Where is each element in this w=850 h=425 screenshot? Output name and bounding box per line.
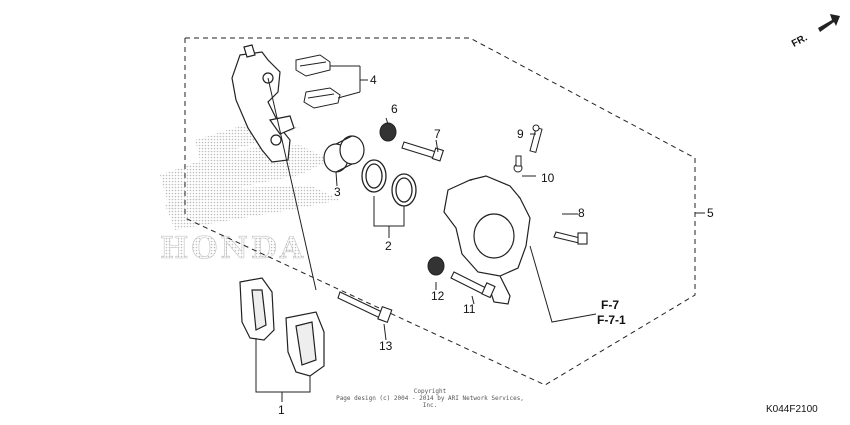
callout-2: 2 [385, 239, 392, 253]
callout-5: 5 [707, 206, 714, 220]
front-direction-arrow-icon [818, 14, 840, 32]
pin-bolt-upper [401, 141, 445, 162]
section-reference-f7-1[interactable]: F-7-1 [597, 313, 626, 327]
leader-lines [255, 65, 705, 402]
callout-3: 3 [334, 185, 341, 199]
section-reference-f7[interactable]: F-7 [601, 298, 619, 312]
caliper-piston [323, 135, 365, 173]
assembly-outline [184, 37, 696, 386]
callout-1: 1 [278, 403, 285, 417]
pad-spring-clips [295, 54, 341, 109]
mounting-bolt-right [553, 231, 588, 245]
copyright-line-1: Copyright [413, 388, 447, 395]
callout-9: 9 [517, 127, 524, 141]
mounting-bolt-lower [337, 291, 393, 323]
caliper-bracket [231, 44, 295, 163]
pin-boot-lower [427, 256, 445, 276]
callout-13: 13 [379, 339, 393, 353]
pin-bolt-lower [450, 271, 496, 299]
callout-4: 4 [370, 73, 377, 87]
callout-8: 8 [578, 206, 585, 220]
bleeder-screw [513, 124, 543, 173]
svg-text:HONDA: HONDA [160, 231, 306, 266]
piston-seals [361, 159, 417, 207]
callout-10: 10 [541, 171, 555, 185]
callout-6: 6 [391, 102, 398, 116]
callout-7: 7 [434, 127, 441, 141]
copyright-notice: Copyright Page design (c) 2004 - 2014 by… [330, 388, 530, 409]
callout-12: 12 [431, 289, 445, 303]
callout-11: 11 [463, 302, 476, 316]
caliper-body [443, 175, 531, 305]
pin-boot-upper [379, 122, 397, 142]
copyright-line-2: Page design (c) 2004 - 2014 by ARI Netwo… [336, 395, 524, 409]
diagram-code: K044F2100 [766, 404, 818, 415]
honda-wing-watermark: HONDA [160, 120, 340, 266]
brake-pads [239, 277, 325, 377]
